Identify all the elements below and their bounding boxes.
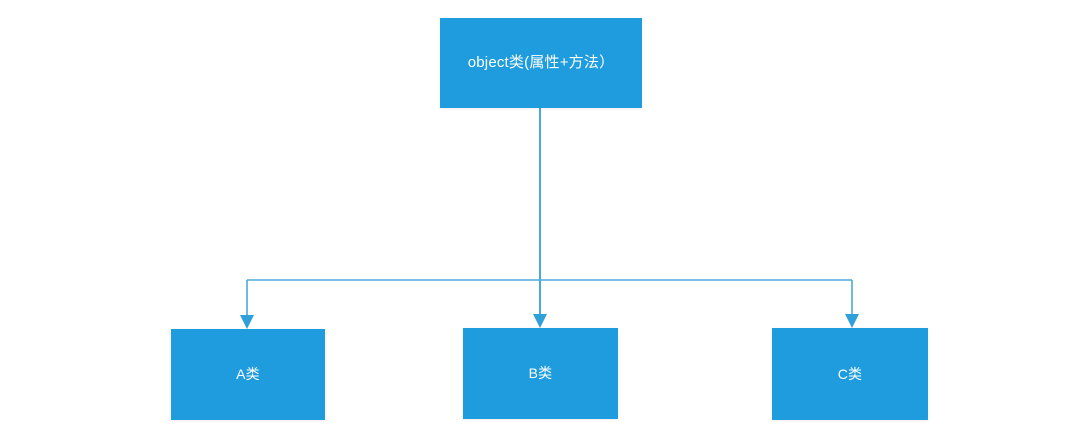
node-class-a[interactable]: A类 (171, 329, 325, 420)
node-class-b-label: B类 (528, 365, 553, 382)
node-object-class-label: object类(属性+方法） (467, 54, 615, 72)
node-class-c-label: C类 (837, 365, 863, 382)
node-class-c[interactable]: C类 (772, 328, 928, 420)
node-class-a-label: A类 (236, 366, 260, 383)
arrowhead-to-node-c (845, 314, 859, 328)
arrowhead-to-node-a (240, 315, 254, 329)
node-object-class[interactable]: object类(属性+方法） (440, 18, 642, 108)
node-class-b[interactable]: B类 (463, 328, 618, 419)
arrowhead-to-node-b (533, 314, 547, 328)
